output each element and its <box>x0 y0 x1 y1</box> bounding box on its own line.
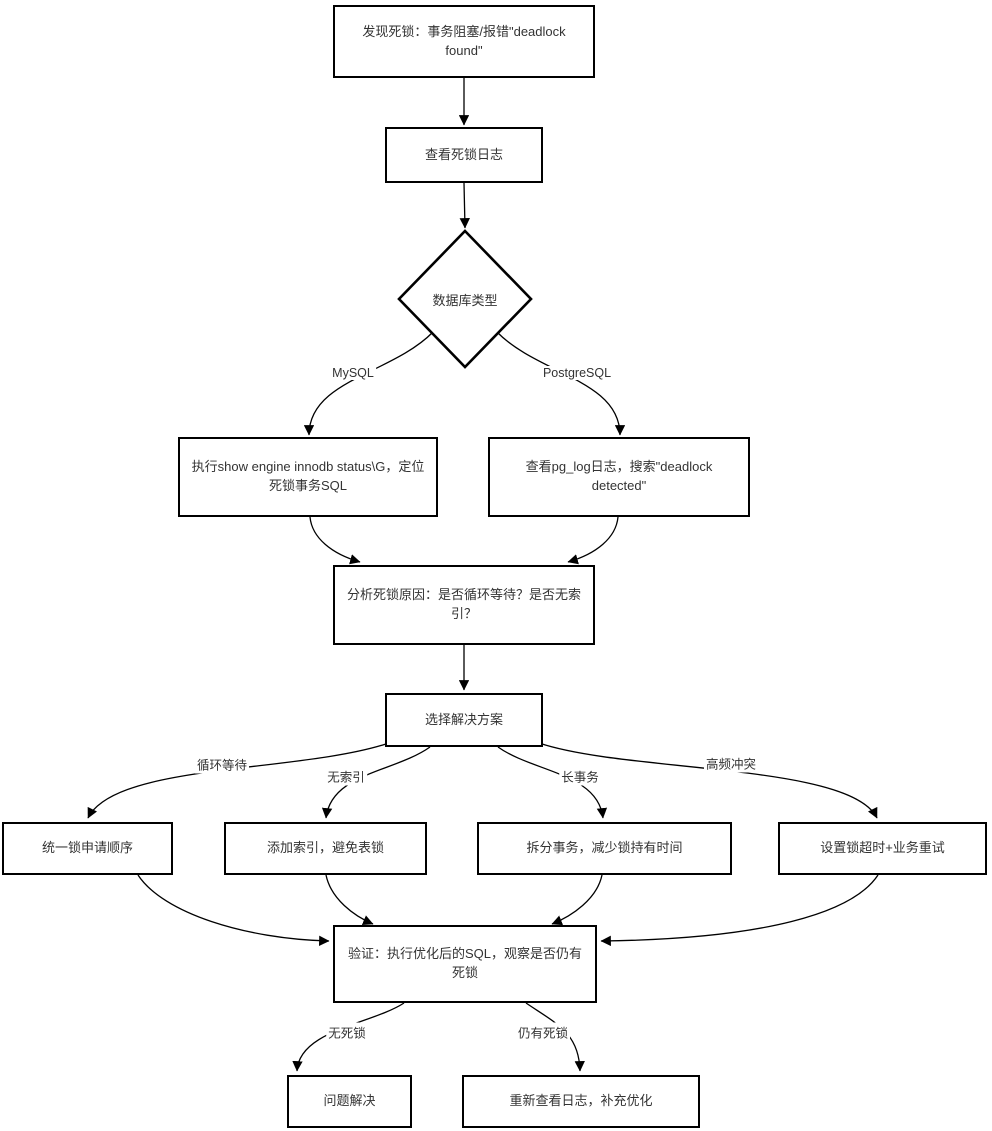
node-recheck-logs: 重新查看日志，补充优化 <box>462 1075 700 1128</box>
node-unify-lock-order: 统一锁申请顺序 <box>2 822 173 875</box>
edge-timeout-to-verify <box>600 874 879 947</box>
edge-dbtype-mysql <box>303 331 434 436</box>
edge-unify-to-verify <box>137 874 330 946</box>
edge-dbtype-postgresql <box>496 331 626 436</box>
decision-diamond-shape <box>397 229 533 369</box>
edge-addindex-to-verify <box>325 874 374 925</box>
edge-label-postgresql: PostgreSQL <box>540 366 614 380</box>
edge-label-circular-wait: 循环等待 <box>194 754 250 774</box>
node-mysql-locate-sql: 执行show engine innodb status\G，定位死锁事务SQL <box>178 437 438 517</box>
node-view-deadlock-log: 查看死锁日志 <box>385 127 543 183</box>
edge-pg-to-analyze <box>567 516 619 565</box>
edge-label-long-transaction: 长事务 <box>559 766 601 786</box>
edge-label-still-deadlock: 仍有死锁 <box>515 1022 571 1042</box>
node-pg-search-log: 查看pg_log日志，搜索"deadlock detected" <box>488 437 750 517</box>
node-choose-solution: 选择解决方案 <box>385 693 543 747</box>
edge-label-no-index: 无索引 <box>325 766 367 786</box>
node-split-transaction: 拆分事务，减少锁持有时间 <box>477 822 732 875</box>
edge-choose-no-index <box>321 746 431 819</box>
node-analyze-cause: 分析死锁原因：是否循环等待？是否无索引？ <box>333 565 595 645</box>
edge-label-high-frequency-conflict: 高频冲突 <box>703 753 759 773</box>
node-db-type-decision-label: 数据库类型 <box>432 293 498 308</box>
edge-split-to-verify <box>551 874 603 926</box>
edge-label-mysql: MySQL <box>330 366 376 380</box>
node-lock-timeout-retry: 设置锁超时+业务重试 <box>778 822 987 875</box>
node-verify-sql: 验证：执行优化后的SQL，观察是否仍有死锁 <box>333 925 597 1003</box>
edge-mysql-to-analyze <box>309 516 361 565</box>
edge-label-no-deadlock: 无死锁 <box>326 1022 368 1042</box>
node-discover-deadlock: 发现死锁：事务阻塞/报错"deadlock found" <box>333 5 595 78</box>
node-add-index: 添加索引，避免表锁 <box>224 822 427 875</box>
node-problem-solved: 问题解决 <box>287 1075 412 1128</box>
edge-viewlog-to-dbtype <box>459 182 470 229</box>
